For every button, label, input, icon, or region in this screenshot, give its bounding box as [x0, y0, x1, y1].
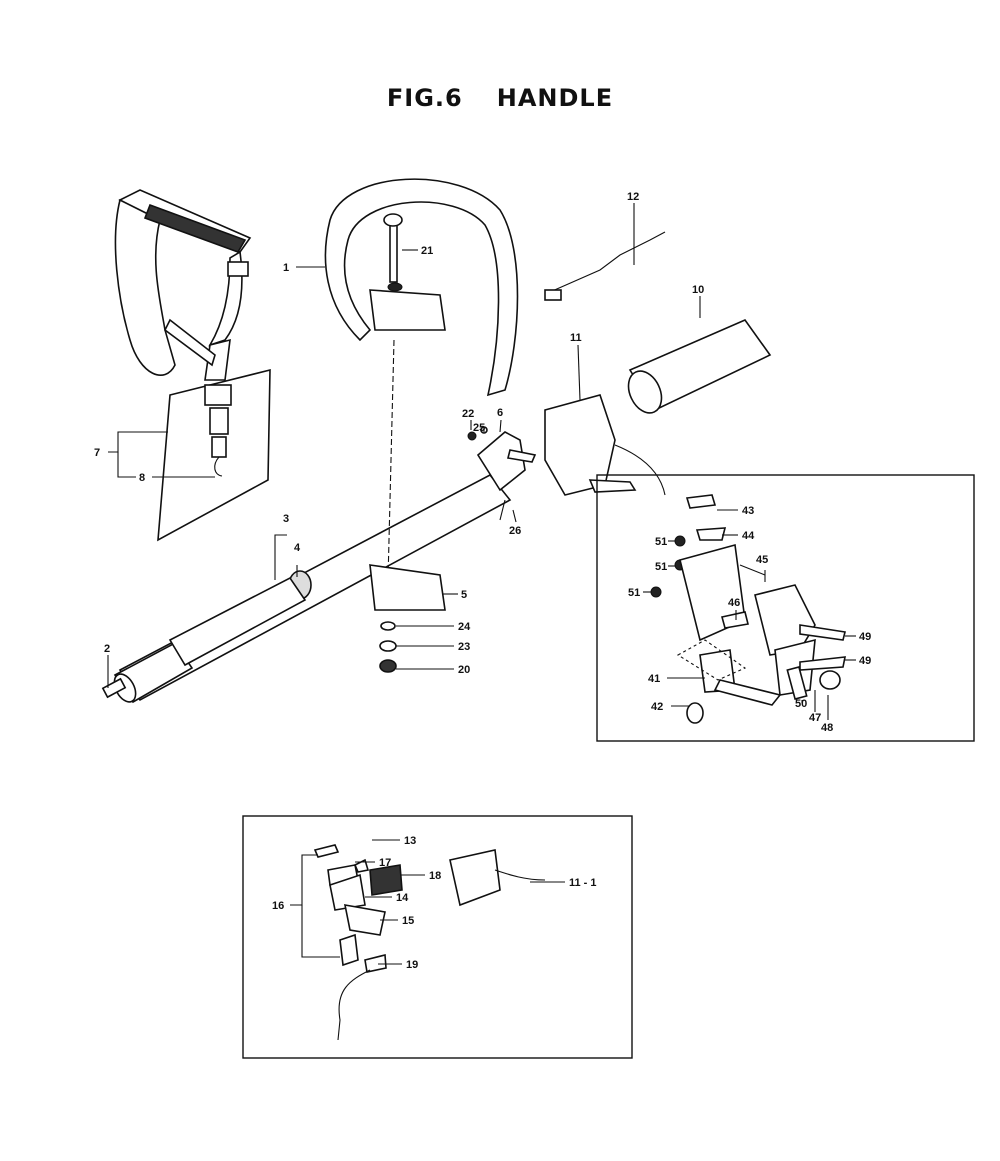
- part-labels: 1 2 3 4 5 6 7 8 10 11 12 13 14 15 16 17 …: [94, 191, 871, 971]
- figure-name: HANDLE: [496, 84, 614, 112]
- label-part-18: 18: [429, 870, 441, 882]
- label-part-16: 16: [272, 900, 284, 912]
- throttle-assembly: [467, 231, 772, 521]
- figure-title: FIG.6 HANDLE: [0, 84, 1000, 112]
- label-part-21: 21: [421, 245, 433, 257]
- label-part-50: 50: [795, 698, 807, 710]
- label-part-12: 12: [627, 191, 639, 203]
- drive-shaft: [101, 473, 512, 704]
- leader-lines: [107, 203, 856, 965]
- label-part-20: 20: [458, 664, 470, 676]
- switch-detail-box: [242, 815, 633, 1059]
- label-part-11: 11: [570, 332, 582, 344]
- label-part-6: 6: [497, 407, 503, 419]
- label-part-25: 25: [473, 422, 485, 434]
- label-part-47: 47: [809, 712, 821, 724]
- label-part-3: 3: [283, 513, 289, 525]
- label-part-51-bottom: 51: [628, 587, 640, 599]
- switch-detail-parts: [313, 844, 546, 1041]
- label-part-49-lower: 49: [859, 655, 871, 667]
- label-part-42: 42: [651, 701, 663, 713]
- shoulder-harness: [114, 189, 271, 542]
- label-part-15: 15: [402, 915, 414, 927]
- label-part-41: 41: [648, 673, 660, 685]
- label-part-23: 23: [458, 641, 470, 653]
- label-part-2: 2: [104, 643, 110, 655]
- label-part-5: 5: [461, 589, 467, 601]
- label-part-22: 22: [462, 408, 474, 420]
- figure-number: FIG.6: [386, 84, 463, 112]
- label-part-4: 4: [294, 542, 301, 554]
- label-part-48: 48: [821, 722, 833, 734]
- label-part-26: 26: [509, 525, 521, 537]
- label-part-7: 7: [94, 447, 100, 459]
- label-part-51-top: 51: [655, 536, 667, 548]
- label-part-19: 19: [406, 959, 418, 971]
- label-part-49-upper: 49: [859, 631, 871, 643]
- label-part-1: 1: [283, 262, 289, 274]
- label-part-11-1: 11 - 1: [569, 877, 597, 889]
- label-part-43: 43: [742, 505, 754, 517]
- loop-handle: [324, 178, 519, 673]
- label-part-51-middle: 51: [655, 561, 667, 573]
- label-part-10: 10: [692, 284, 704, 296]
- label-part-8: 8: [139, 472, 145, 484]
- label-part-44: 44: [742, 530, 755, 542]
- throttle-detail-box: [596, 474, 975, 742]
- label-part-24: 24: [458, 621, 471, 633]
- label-part-45: 45: [756, 554, 768, 566]
- throttle-detail-parts: [650, 494, 846, 724]
- label-part-14: 14: [396, 892, 409, 904]
- label-part-13: 13: [404, 835, 416, 847]
- label-part-46: 46: [728, 597, 740, 609]
- label-part-17: 17: [379, 857, 391, 869]
